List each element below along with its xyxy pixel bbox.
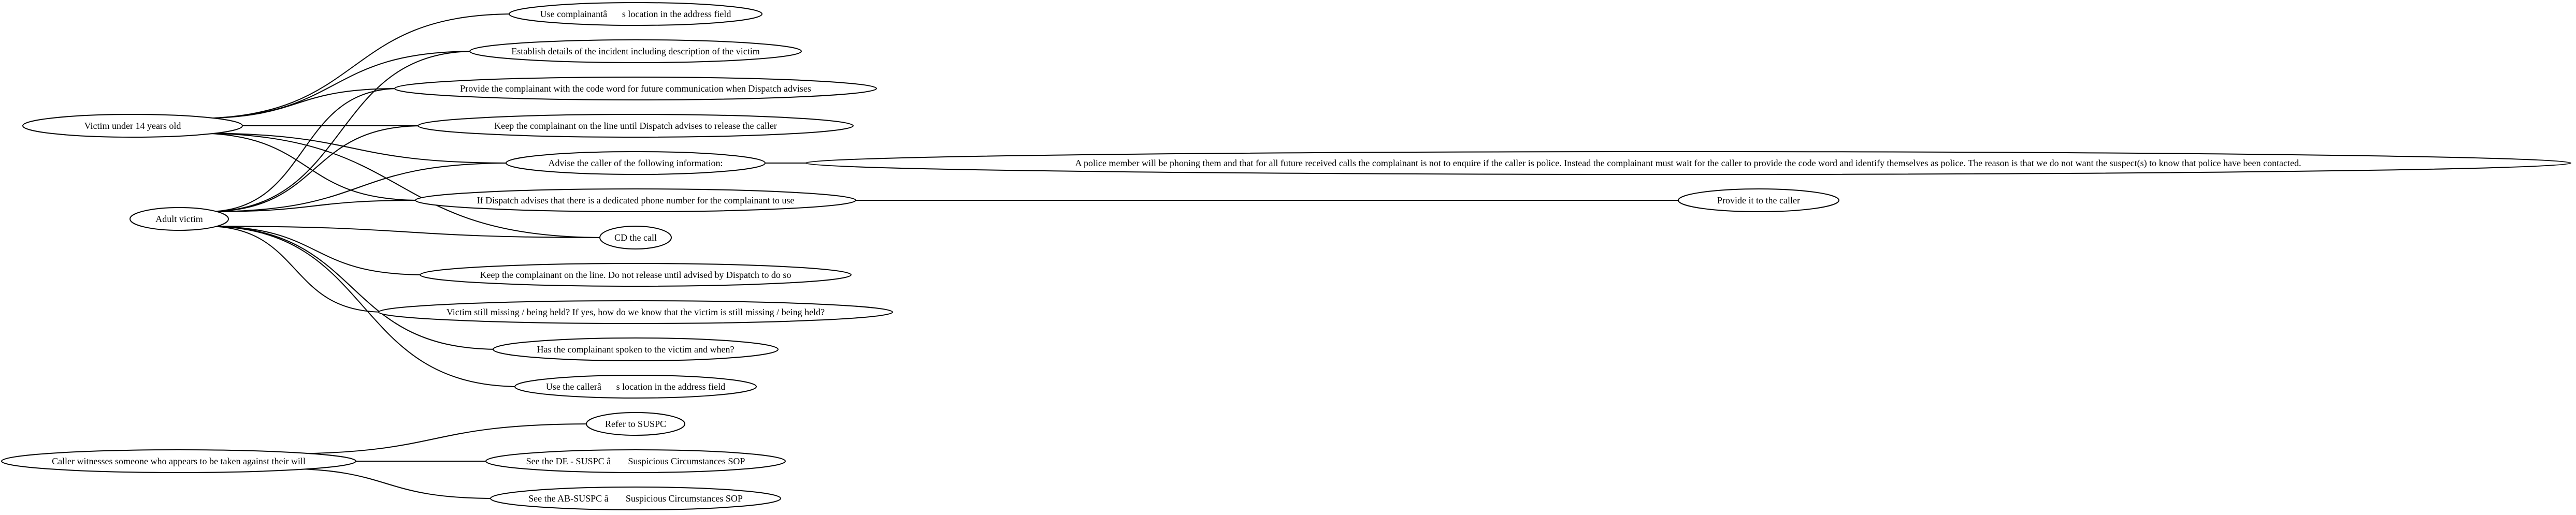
node-ellipse (469, 39, 802, 63)
node-establish-details: Establish details of the incident includ… (469, 39, 802, 63)
node-keep-on-line-dispatch: Keep the complainant on the line until D… (418, 114, 854, 138)
node-label: If Dispatch advises that there is a dedi… (477, 195, 795, 205)
node-caller-witnesses: Caller witnesses someone who appears to … (1, 449, 356, 473)
node-keep-on-line-no-release: Keep the complainant on the line. Do not… (420, 263, 852, 287)
edge-victim_under_14-to-provide_code_word (193, 88, 400, 119)
node-refer-suspc: Refer to SUSPC (586, 412, 685, 436)
edge-adult_victim-to-dedicated_phone (206, 200, 421, 212)
node-ellipse (418, 114, 854, 138)
node-ellipse (599, 226, 672, 249)
node-ellipse (1, 449, 356, 473)
edge-adult_victim-to-victim_still_missing (206, 226, 384, 313)
node-label: A police member will be phoning them and… (1075, 158, 2301, 169)
node-label: Advise the caller of the following infor… (549, 158, 723, 168)
node-ellipse (493, 337, 779, 361)
node-police-member-info: A police member will be phoning them and… (805, 151, 2571, 175)
node-label: Provide it to the caller (1717, 195, 1800, 205)
node-ellipse (420, 263, 852, 287)
node-dedicated-phone: If Dispatch advises that there is a dedi… (415, 188, 856, 212)
node-ellipse (490, 487, 781, 510)
node-label: Use the callerâs location in the addre… (546, 381, 725, 392)
node-label: Adult victim (155, 214, 203, 224)
edge-layer (193, 13, 1678, 499)
edge-adult_victim-to-use_caller_location (206, 226, 521, 387)
node-see-de-suspc: See the DE - SUSPC â Suspicious Circum… (485, 449, 786, 473)
edge-adult_victim-to-keep_on_line_dispatch (206, 125, 424, 212)
node-ellipse (586, 412, 685, 436)
node-label: Keep the complainant on the line. Do not… (480, 270, 791, 280)
node-label: See the AB-SUSPC â Suspicious Circumst… (528, 493, 743, 504)
node-ellipse (22, 114, 243, 138)
node-adult-victim: Adult victim (129, 207, 229, 231)
node-label: Establish details of the incident includ… (511, 46, 759, 56)
node-provide-to-caller: Provide it to the caller (1678, 188, 1839, 212)
node-ellipse (129, 207, 229, 231)
node-label: Use complainantâs location in the addr… (540, 9, 731, 19)
edge-victim_under_14-to-advise_caller (193, 133, 512, 164)
node-label: Has the complainant spoken to the victim… (537, 344, 735, 355)
node-cd-the-call: CD the call (599, 226, 672, 249)
edge-caller_witnesses-to-see_ab_suspc (276, 468, 496, 499)
node-ellipse (485, 449, 786, 473)
node-use-caller-location: Use the callerâs location in the addre… (514, 375, 757, 399)
node-ellipse (506, 151, 766, 175)
node-label: CD the call (614, 232, 657, 243)
node-ellipse (1678, 188, 1839, 212)
edge-adult_victim-to-establish_details (206, 51, 476, 212)
edge-victim_under_14-to-use_complainant_location (193, 13, 515, 119)
node-ellipse (394, 77, 877, 100)
node-see-ab-suspc: See the AB-SUSPC â Suspicious Circumst… (490, 487, 781, 510)
node-ellipse (805, 151, 2571, 175)
node-label: Victim still missing / being held? If ye… (447, 307, 825, 317)
edge-caller_witnesses-to-refer_suspc (276, 423, 592, 454)
node-ellipse (509, 2, 762, 26)
node-ellipse (415, 188, 856, 212)
edge-victim_under_14-to-dedicated_phone (193, 133, 421, 201)
node-label: Caller witnesses someone who appears to … (52, 456, 306, 466)
node-label: Provide the complainant with the code wo… (460, 83, 811, 94)
node-label: Refer to SUSPC (605, 419, 666, 429)
edge-adult_victim-to-cd_the_call (206, 226, 606, 238)
node-ellipse (378, 300, 893, 324)
edge-adult_victim-to-advise_caller (206, 163, 512, 212)
edge-victim_under_14-to-cd_the_call (193, 133, 606, 238)
edge-adult_victim-to-keep_on_line_no_release (206, 226, 426, 275)
edge-adult_victim-to-provide_code_word (206, 88, 400, 212)
node-victim-still-missing: Victim still missing / being held? If ye… (378, 300, 893, 324)
node-complainant-spoken: Has the complainant spoken to the victim… (493, 337, 779, 361)
node-advise-caller: Advise the caller of the following infor… (506, 151, 766, 175)
node-label: See the DE - SUSPC â Suspicious Circum… (526, 456, 745, 466)
node-use-complainant-location: Use complainantâs location in the addr… (509, 2, 762, 26)
node-ellipse (514, 375, 757, 399)
node-label: Keep the complainant on the line until D… (494, 121, 777, 131)
node-provide-code-word: Provide the complainant with the code wo… (394, 77, 877, 100)
node-label: Victim under 14 years old (84, 121, 181, 131)
node-victim-under-14: Victim under 14 years old (22, 114, 243, 138)
edge-adult_victim-to-complainant_spoken (206, 226, 499, 350)
